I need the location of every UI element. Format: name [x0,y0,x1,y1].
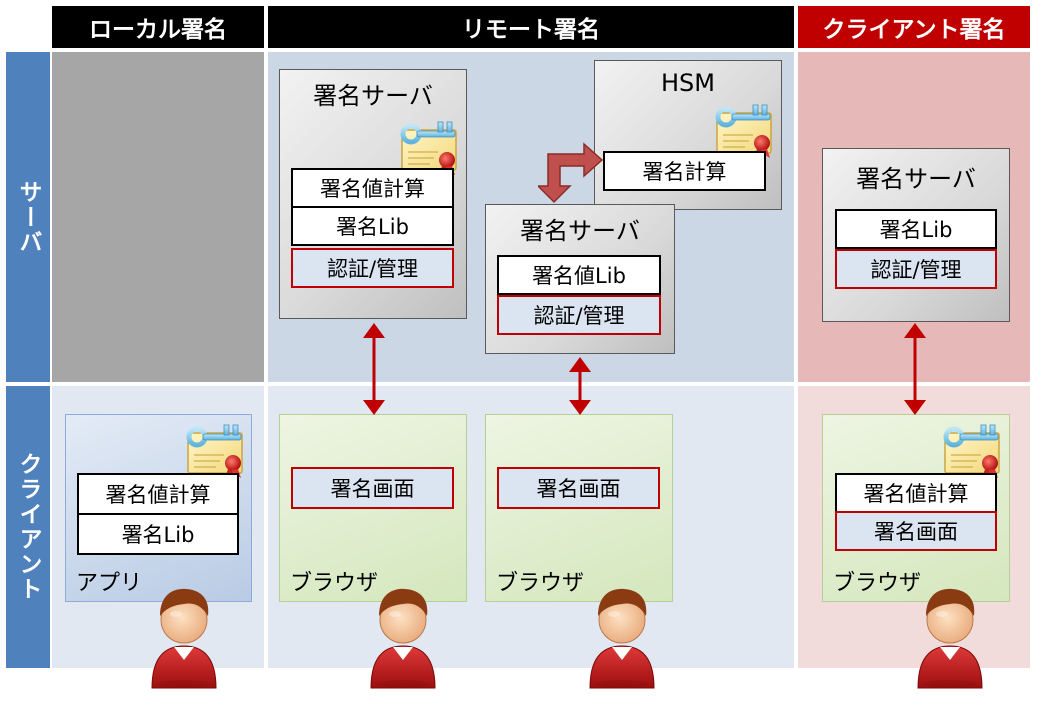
row-label-client: クライアント [6,386,50,668]
module-signing-screen: 署名画面 [291,467,454,509]
module-auth-management: 認証/管理 [497,295,661,335]
module-signing-screen: 署名画面 [497,467,660,509]
local-app-box: 署名値計算 署名Lib アプリ [65,414,252,602]
user-avatar-icon [144,580,224,690]
double-arrow-remote-1 [363,323,385,415]
user-avatar-icon [582,580,662,690]
certificate-key-icon [941,421,1003,479]
browser-box-1: 署名画面 ブラウザ [279,414,467,602]
header-local-signing: ローカル署名 [52,6,264,48]
user-avatar-icon [910,580,990,690]
hsm-box: HSM 署名計算 [594,60,782,210]
remote-signing-server-1: 署名サーバ 署名値計算 署名Lib 認証/管理 [279,69,467,319]
module-signature-value-lib: 署名値Lib [497,255,661,295]
server-title: 署名サーバ [520,217,640,245]
module-auth-management: 認証/管理 [835,249,997,289]
browser-box-2: 署名画面 ブラウザ [485,414,673,602]
browser-label: ブラウザ [833,571,922,596]
module-signature-value-calc: 署名値計算 [835,473,997,513]
certificate-key-icon [184,421,246,479]
header-remote-signing: リモート署名 [268,6,794,48]
module-auth-management: 認証/管理 [291,248,454,288]
module-signature-calc: 署名計算 [603,151,766,191]
hsm-title: HSM [661,69,715,97]
browser-box-3: 署名値計算 署名画面 ブラウザ [822,414,1010,602]
browser-label: ブラウザ [496,571,585,596]
user-avatar-icon [363,580,443,690]
cell-local-server [52,52,264,382]
module-signing-lib: 署名Lib [835,209,997,249]
module-signing-lib: 署名Lib [77,513,239,555]
server-title: 署名サーバ [313,82,433,110]
module-signing-lib: 署名Lib [291,206,454,246]
app-label: アプリ [76,571,143,596]
row-label-server: サーバ [6,52,50,382]
module-signature-value-calc: 署名値計算 [77,473,239,515]
double-arrow-remote-2 [569,357,591,415]
bent-arrow-to-hsm [538,142,604,204]
module-signing-screen: 署名画面 [835,511,997,551]
server-title: 署名サーバ [856,165,976,193]
header-client-signing: クライアント署名 [798,6,1030,48]
browser-label: ブラウザ [290,571,379,596]
double-arrow-client [904,323,926,415]
remote-signing-server-2: 署名サーバ 署名値Lib 認証/管理 [485,204,675,354]
client-signing-server: 署名サーバ 署名Lib 認証/管理 [822,148,1010,322]
module-signature-value-calc: 署名値計算 [291,168,454,208]
